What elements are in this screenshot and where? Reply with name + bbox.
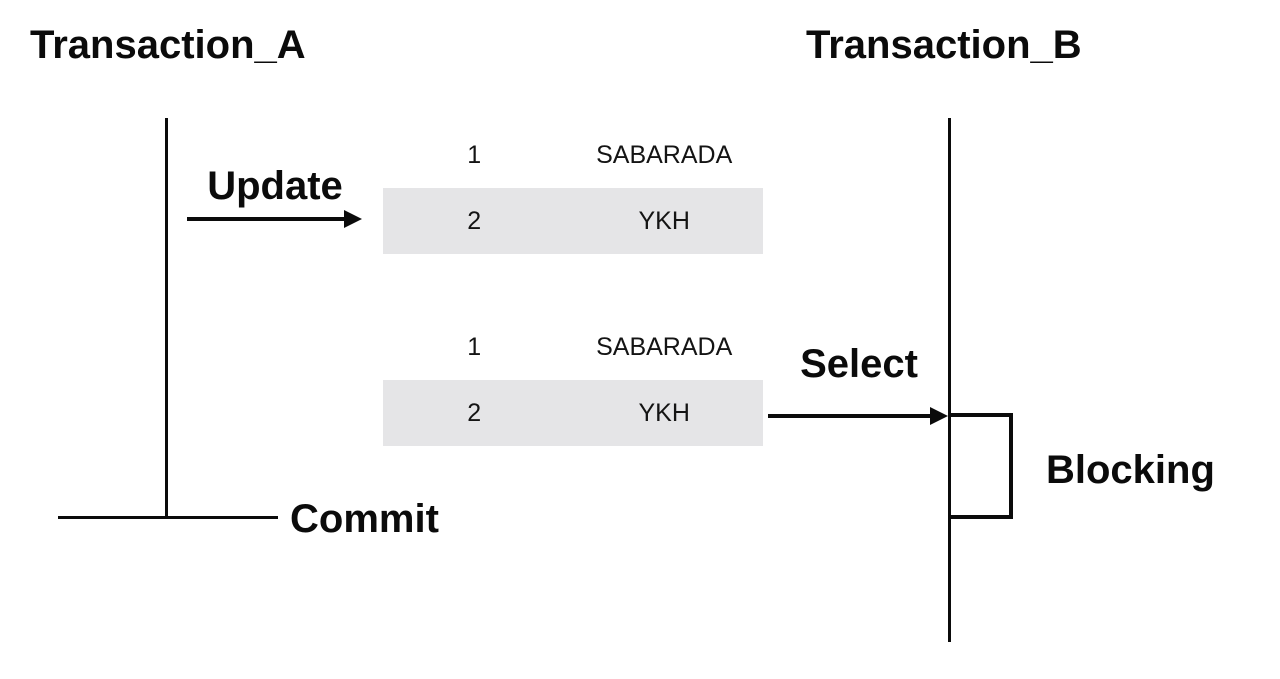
transaction-a-title: Transaction_A: [30, 23, 306, 67]
blocking-bracket: [951, 413, 1013, 519]
row-value-cell: YKH: [638, 206, 690, 235]
update-label: Update: [207, 164, 343, 208]
select-arrow: [768, 407, 948, 425]
commit-tick-line: [58, 516, 278, 519]
table-row: 1 SABARADA: [383, 314, 763, 380]
table-row: 1 SABARADA: [383, 122, 763, 188]
blocking-label: Blocking: [1046, 448, 1215, 492]
transaction-b-title: Transaction_B: [806, 23, 1082, 67]
table-row-highlighted: 2 YKH: [383, 188, 763, 254]
transaction-b-lifeline: [948, 118, 951, 642]
row-id-cell: 2: [467, 206, 482, 235]
row-id-cell: 1: [467, 140, 482, 169]
row-value-cell: SABARADA: [596, 140, 733, 169]
update-arrow: [187, 210, 362, 228]
table-selected: 1 SABARADA 2 YKH: [383, 314, 763, 446]
select-label: Select: [800, 342, 918, 386]
row-value-cell: YKH: [638, 398, 690, 427]
transaction-a-lifeline: [165, 118, 168, 518]
row-id-cell: 2: [467, 398, 482, 427]
table-after-update: 1 SABARADA 2 YKH: [383, 122, 763, 254]
row-id-cell: 1: [467, 332, 482, 361]
commit-label: Commit: [290, 497, 439, 541]
table-row-highlighted: 2 YKH: [383, 380, 763, 446]
row-value-cell: SABARADA: [596, 332, 733, 361]
